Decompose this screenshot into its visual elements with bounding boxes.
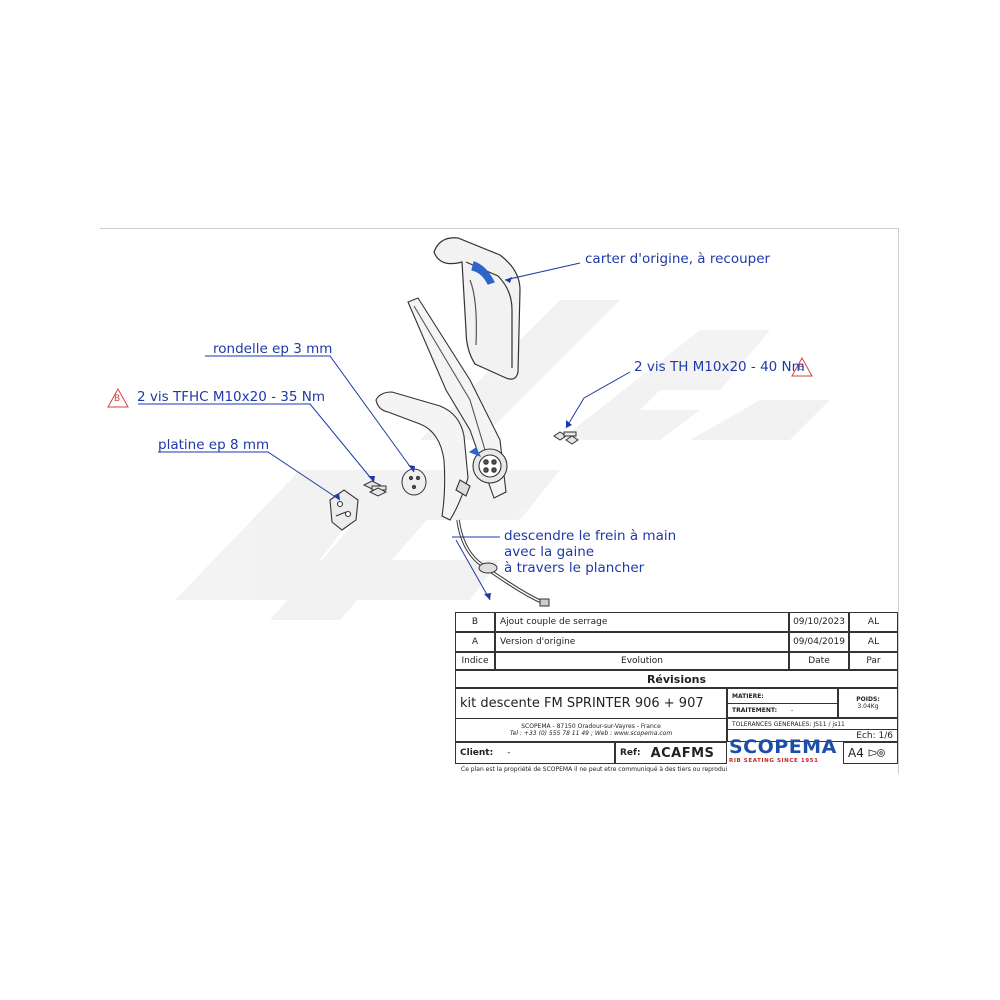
callout-frein-line-1: descendre le frein à main <box>504 528 677 544</box>
rev-par: AL <box>849 612 898 632</box>
format-value: A4 <box>848 746 864 760</box>
callout-rondelle: rondelle ep 3 mm <box>213 341 333 357</box>
vis-tfhc-part <box>362 480 388 497</box>
rev-evolution: Version d'origine <box>495 632 789 652</box>
brand-name: SCOPEMA <box>729 736 837 758</box>
tolerances: TOLERANCES GENERALES: JS11 / js11 <box>727 718 898 730</box>
poids-field: POIDS: 3.04Kg <box>838 688 898 718</box>
rev-header-par: Par <box>849 652 898 670</box>
rev-header-evolution: Evolution <box>495 652 789 670</box>
scopema-logo: SCOPEMA RIB SEATING SINCE 1951 <box>729 736 843 770</box>
traitement-label: TRAITEMENT: <box>732 707 778 714</box>
rev-par: AL <box>849 632 898 652</box>
designation: kit descente FM SPRINTER 906 + 907 <box>455 688 727 718</box>
revisions-title: Révisions <box>455 670 898 688</box>
client-label: Client: <box>460 748 494 758</box>
ref-label: Ref: <box>620 748 641 758</box>
callout-vis-th: 2 vis TH M10x20 - 40 Nm <box>634 359 805 375</box>
traitement-field: TRAITEMENT: - <box>727 703 838 718</box>
company-info: SCOPEMA - 87150 Oradour-sur-Vayres - Fra… <box>455 718 727 742</box>
ref-field: Ref: ACAFMS <box>615 742 727 764</box>
vis-th-part <box>553 431 579 445</box>
warning-letter-right: B <box>798 363 805 373</box>
callout-carter: carter d'origine, à recouper <box>585 251 771 267</box>
watermark-logo <box>175 300 830 620</box>
rev-date: 09/04/2019 <box>789 632 849 652</box>
leader-lines <box>138 262 631 601</box>
client-field: Client: - <box>455 742 615 764</box>
rev-evolution: Ajout couple de serrage <box>495 612 789 632</box>
projection-icon <box>868 749 885 757</box>
platine-part <box>329 489 359 531</box>
format-field: A4 <box>843 742 898 764</box>
brand-tagline: RIB SEATING SINCE 1951 <box>729 758 819 764</box>
rev-indice: A <box>455 632 495 652</box>
matiere-label: MATIERE: <box>727 688 838 703</box>
warning-triangle-icon <box>107 387 129 408</box>
property-note: Ce plan est la propriété de SCOPEMA il n… <box>461 765 727 773</box>
client-value: - <box>507 748 511 758</box>
traitement-value: - <box>791 707 794 714</box>
callout-vis-tfhc: 2 vis TFHC M10x20 - 35 Nm <box>137 389 325 405</box>
callout-frein-line-2: avec la gaine <box>504 544 595 560</box>
callout-platine: platine ep 8 mm <box>158 437 270 453</box>
poids-label: POIDS: <box>856 696 880 703</box>
rev-indice: B <box>455 612 495 632</box>
frein-main-assembly <box>375 297 508 521</box>
cable-gaine <box>456 519 550 607</box>
matiere-label-text: MATIERE: <box>732 692 764 700</box>
rondelle-part <box>401 468 427 496</box>
title-block: B Ajout couple de serrage 09/10/2023 AL … <box>455 612 898 774</box>
echelle: Ech: 1/6 <box>727 730 898 742</box>
carter-part <box>433 237 521 380</box>
callout-frein-line-3: à travers le plancher <box>504 560 645 576</box>
contact-line: Tel : +33 (0) 555 78 11 49 ; Web : www.s… <box>509 730 673 737</box>
company-line: SCOPEMA - 87150 Oradour-sur-Vayres - Fra… <box>521 723 661 730</box>
rev-header-date: Date <box>789 652 849 670</box>
drawing-sheet <box>100 228 899 774</box>
poids-value: 3.04Kg <box>857 703 879 710</box>
warning-triangle-icon <box>791 356 813 377</box>
warning-letter-left: B <box>114 394 121 404</box>
callout-frein: descendre le frein à main avec la gaine … <box>504 528 676 576</box>
rev-header-indice: Indice <box>455 652 495 670</box>
ref-value: ACAFMS <box>650 745 715 761</box>
rev-date: 09/10/2023 <box>789 612 849 632</box>
